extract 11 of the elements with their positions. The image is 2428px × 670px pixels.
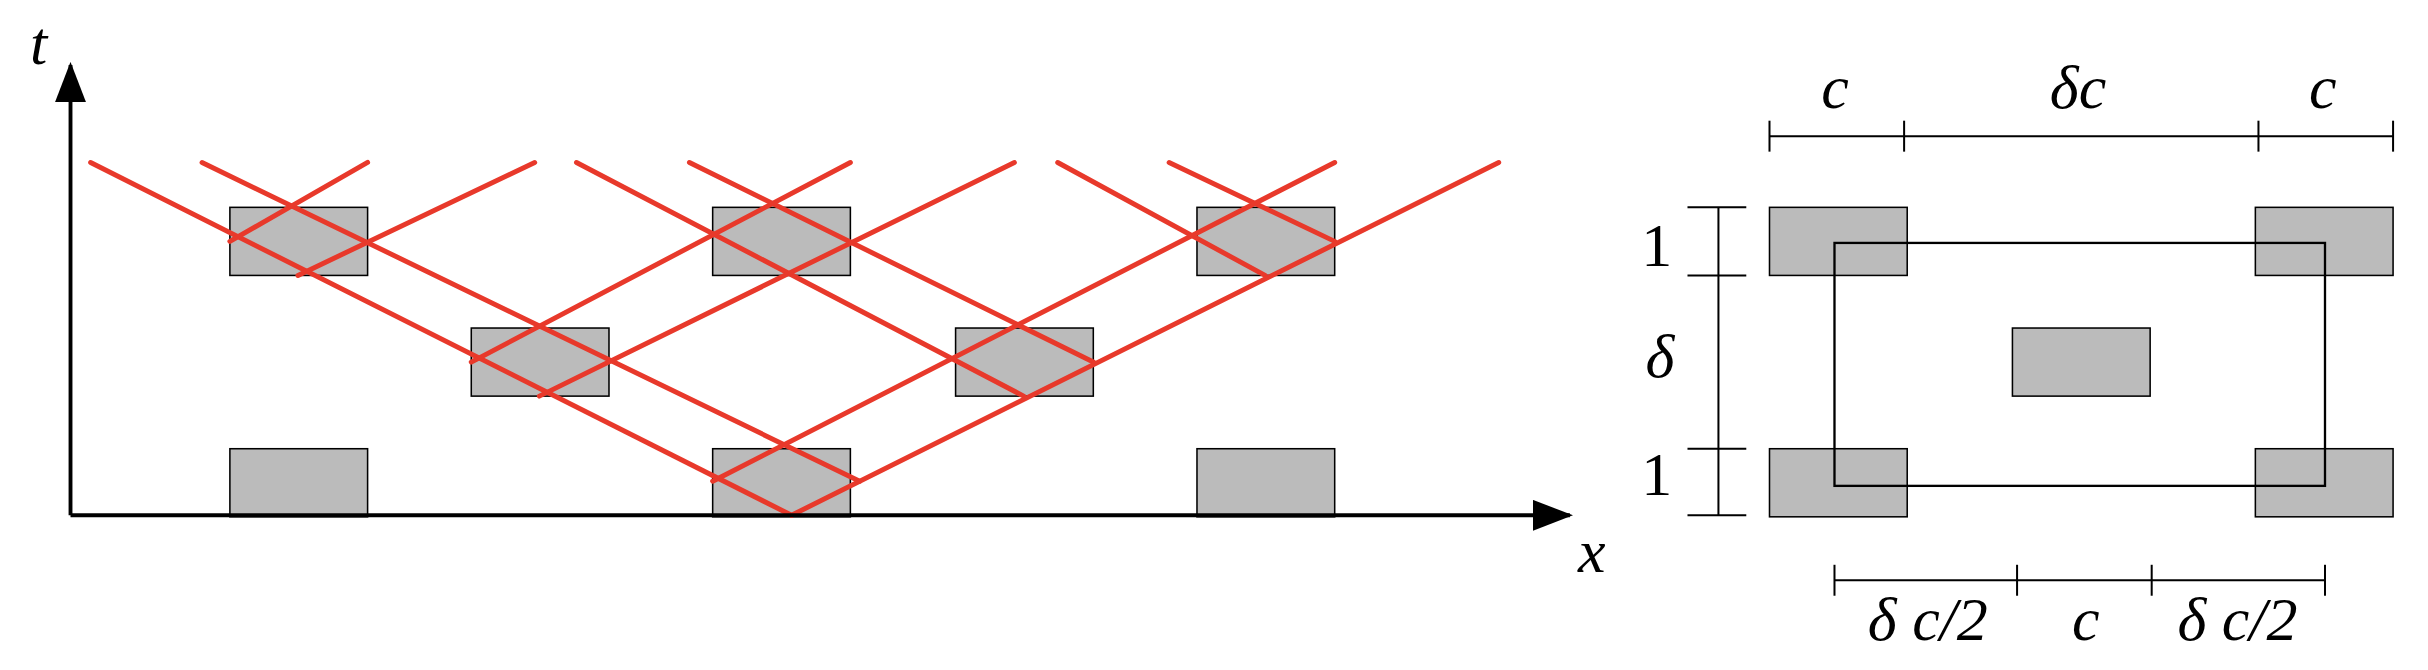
dimension-label: c [1821,55,1849,118]
dimension-label: c [2308,55,2337,118]
dimension-label: δ c/2 [1867,588,1988,651]
dimension-label: 1 [1641,442,1673,505]
dimension-label: δc [2049,55,2107,118]
dimension-label: δ [1645,325,1675,388]
dimension-label: 1 [1641,213,1673,276]
axis-label: x [1578,520,1606,583]
dimension-label: δ c/2 [2177,588,2298,651]
axis-label: t [30,12,48,75]
dimension-label: c [2072,588,2100,651]
